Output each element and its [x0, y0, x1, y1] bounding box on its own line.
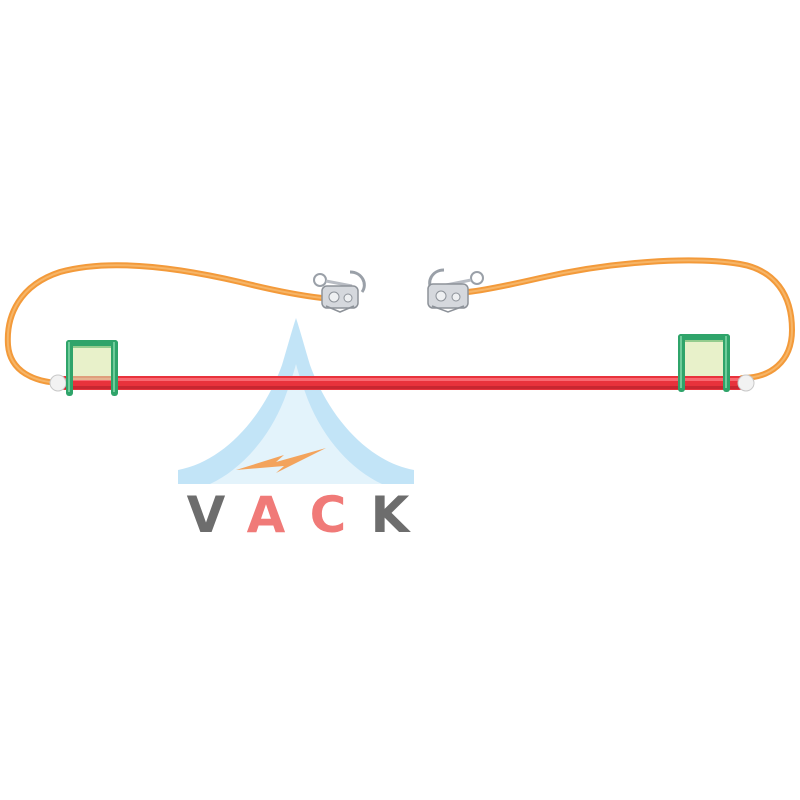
watermark-letter-v: V — [187, 486, 226, 544]
red-bar — [49, 374, 755, 392]
left-bracket — [66, 340, 118, 396]
left-cable — [4, 262, 325, 386]
right-cable — [465, 257, 796, 381]
right-bracket — [678, 334, 730, 392]
watermark-letter-c: C — [310, 486, 347, 544]
watermark-letter-k: K — [371, 486, 412, 544]
watermark-logo: V A C K — [178, 318, 414, 544]
watermark-bolt-icon — [236, 448, 326, 473]
watermark-arch-inner — [210, 364, 382, 484]
right-clamp — [427, 268, 484, 313]
left-clamp — [313, 270, 366, 313]
watermark-letter-a: A — [247, 486, 286, 544]
